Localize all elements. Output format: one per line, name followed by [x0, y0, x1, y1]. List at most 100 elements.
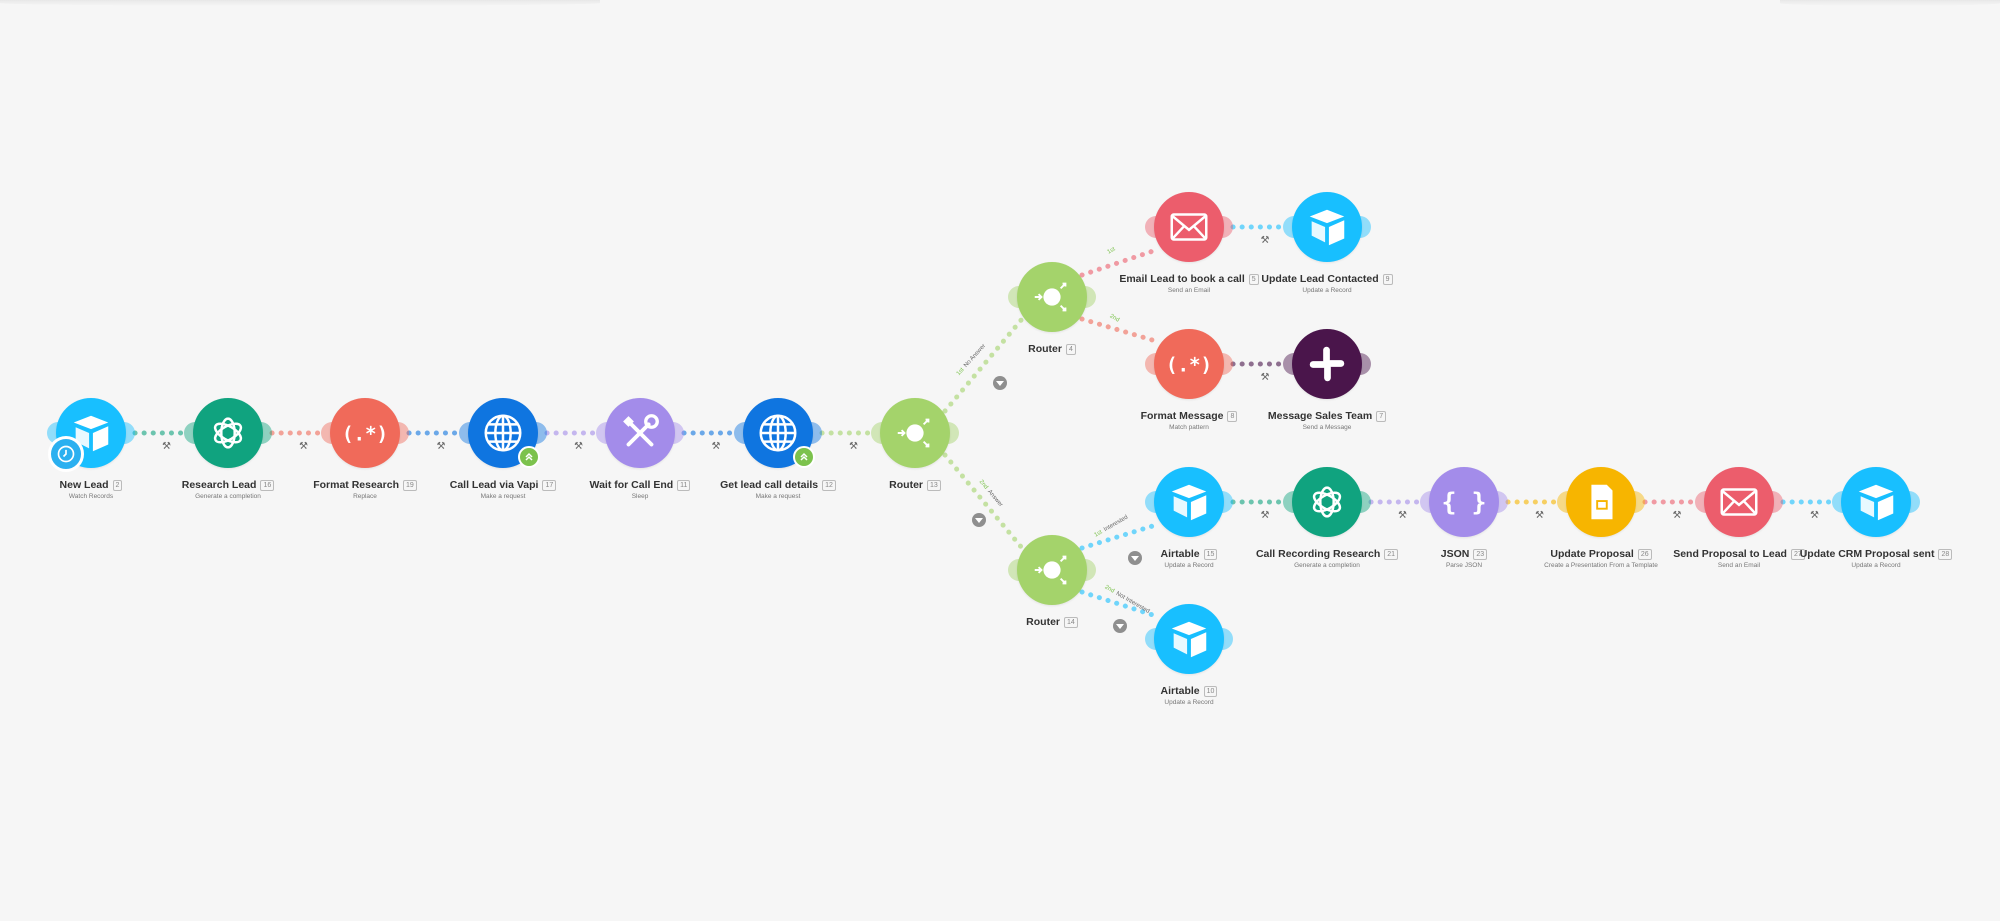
module-action: Update a Record	[1164, 562, 1214, 569]
module-circle[interactable]	[1017, 535, 1087, 605]
module-number-badge: 26	[1637, 549, 1652, 560]
module-circle[interactable]: (.*)	[330, 398, 400, 468]
module-action: Parse JSON	[1445, 562, 1483, 569]
link-settings-icon[interactable]: ⚒	[298, 441, 308, 452]
module-name: Call Recording Research	[1255, 548, 1381, 560]
module-name: Call Lead via Vapi	[449, 479, 539, 491]
filter-icon[interactable]	[1113, 619, 1127, 633]
link-settings-icon[interactable]: ⚒	[848, 441, 858, 452]
connection-n7-n8[interactable]	[942, 316, 1025, 414]
router-icon	[1029, 547, 1075, 593]
module-name: Airtable	[1160, 548, 1200, 560]
module-number-badge: 13	[927, 480, 941, 491]
canvas-edge-shadow	[0, 0, 600, 6]
connection-n8-n9[interactable]	[1079, 246, 1162, 278]
module-number-badge: 12	[822, 480, 836, 491]
module-number-badge: 14	[1064, 617, 1078, 628]
module-name: Airtable	[1160, 685, 1200, 697]
module-circle[interactable]	[1704, 467, 1774, 537]
link-settings-icon[interactable]: ⚒	[1534, 510, 1544, 521]
router-icon	[1029, 274, 1075, 320]
module-action: Generate a completion	[1294, 562, 1360, 569]
module-circle[interactable]	[1292, 467, 1362, 537]
module-number-badge: 7	[1376, 411, 1387, 422]
module-action: Sleep	[631, 493, 649, 500]
module-circle[interactable]	[1154, 604, 1224, 674]
module-number-badge: 16	[260, 480, 275, 491]
module-action: Replace	[353, 493, 377, 500]
filter-icon[interactable]	[1128, 551, 1142, 565]
module-name: New Lead	[59, 479, 109, 491]
module-circle[interactable]	[1154, 192, 1224, 262]
module-circle[interactable]	[193, 398, 263, 468]
module-circle[interactable]: (.*)	[1154, 329, 1224, 399]
module-name: Update Proposal	[1550, 548, 1634, 560]
module-circle[interactable]	[1154, 467, 1224, 537]
module-number-badge: 21	[1384, 549, 1399, 560]
module-name: JSON	[1440, 548, 1470, 560]
module-number-badge: 15	[1203, 549, 1218, 560]
filter-icon[interactable]	[972, 513, 986, 527]
svg-text:(.*): (.*)	[1166, 354, 1212, 377]
module-circle[interactable]	[880, 398, 950, 468]
module-circle[interactable]	[1841, 467, 1911, 537]
module-action: Create a Presentation From a Template	[1544, 562, 1658, 569]
chevron-up-icon	[793, 446, 815, 468]
link-settings-icon[interactable]: ⚒	[573, 441, 583, 452]
openai-icon	[1304, 479, 1350, 525]
http-globe-icon	[480, 410, 526, 456]
module-circle[interactable]	[1292, 329, 1362, 399]
module-circle[interactable]: { }	[1429, 467, 1499, 537]
module-action: Send a Message	[1302, 424, 1352, 431]
link-settings-icon[interactable]: ⚒	[1260, 235, 1270, 246]
module-circle[interactable]	[1292, 192, 1362, 262]
svg-text:{ }: { }	[1442, 488, 1487, 517]
link-settings-icon[interactable]: ⚒	[711, 441, 721, 452]
module-name: Format Research	[313, 479, 399, 491]
module-action: Make a request	[755, 493, 801, 500]
module-number-badge: 27	[1790, 549, 1805, 560]
airtable-icon	[1166, 479, 1212, 525]
filter-icon[interactable]	[993, 376, 1007, 390]
schedule-clock-icon[interactable]	[48, 436, 84, 472]
connection-n13-n14[interactable]	[1079, 521, 1162, 551]
link-settings-icon[interactable]: ⚒	[1260, 510, 1270, 521]
link-settings-icon[interactable]: ⚒	[1260, 372, 1270, 383]
link-settings-icon[interactable]: ⚒	[1672, 510, 1682, 521]
google-slides-icon	[1578, 479, 1624, 525]
module-action: Send an Email	[1167, 287, 1211, 294]
connection-n7-n13[interactable]	[942, 452, 1025, 551]
module-name: Update Lead Contacted	[1261, 273, 1379, 285]
link-settings-icon[interactable]: ⚒	[161, 441, 171, 452]
module-number-badge: 17	[542, 480, 557, 491]
module-name: Wait for Call End	[589, 479, 674, 491]
module-name: Format Message	[1140, 410, 1224, 422]
module-action: Update a Record	[1164, 699, 1214, 706]
module-circle[interactable]	[1566, 467, 1636, 537]
module-number-badge: 23	[1473, 549, 1488, 560]
link-settings-icon[interactable]: ⚒	[436, 441, 446, 452]
module-name: Send Proposal to Lead	[1673, 548, 1787, 560]
link-settings-icon[interactable]: ⚒	[1397, 510, 1407, 521]
module-action: Make a request	[480, 493, 526, 500]
text-parser-icon: (.*)	[342, 410, 388, 456]
module-number-badge: 8	[1227, 411, 1238, 422]
module-action: Update a Record	[1302, 287, 1352, 294]
module-circle[interactable]	[1017, 262, 1087, 332]
module-number-badge: 28	[1938, 549, 1953, 560]
module-circle[interactable]	[605, 398, 675, 468]
link-settings-icon[interactable]: ⚒	[1809, 510, 1819, 521]
module-name: Router	[1028, 343, 1062, 355]
openai-icon	[205, 410, 251, 456]
slack-icon	[1304, 341, 1350, 387]
